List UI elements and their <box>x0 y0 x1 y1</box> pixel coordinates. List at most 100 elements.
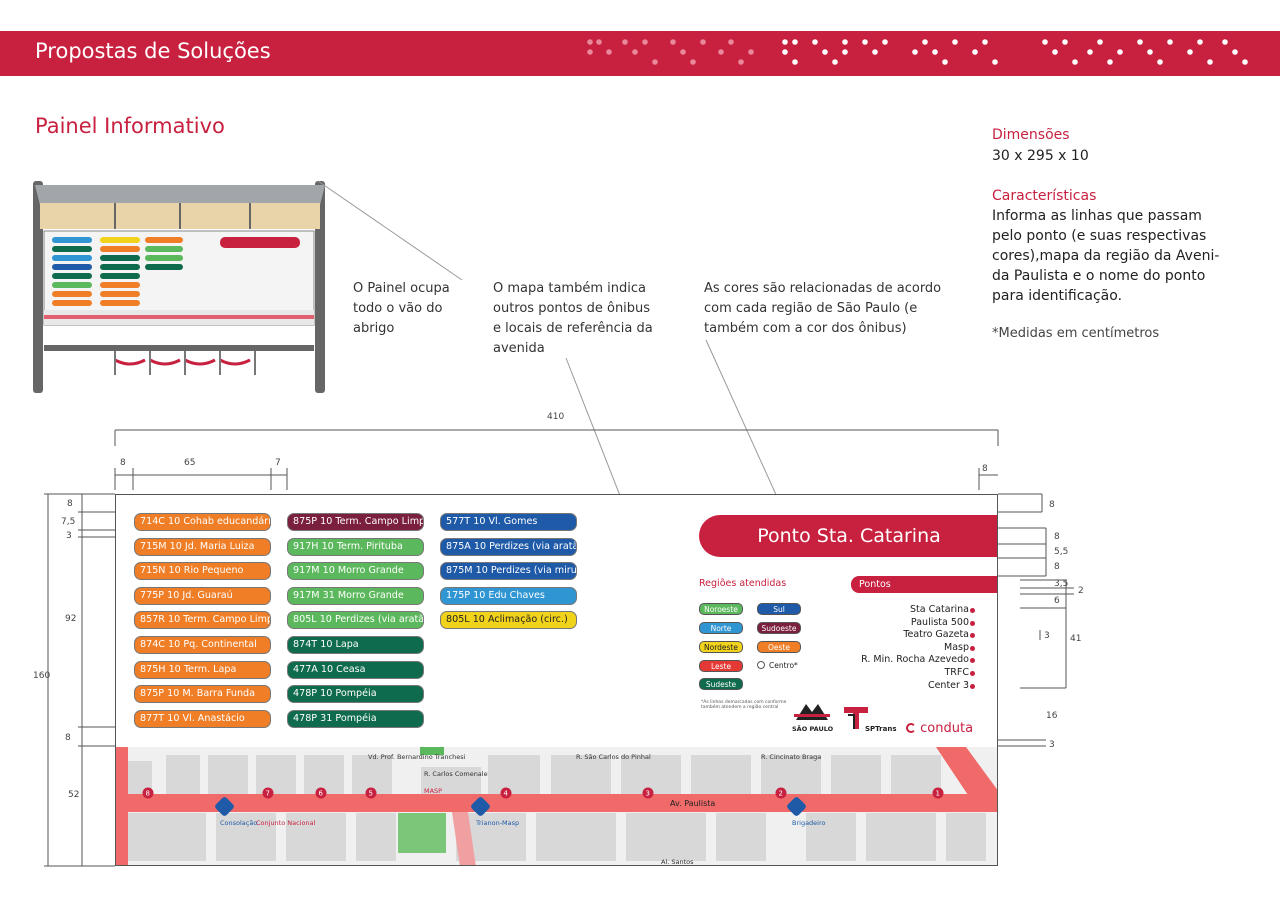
map-stop-marker: 1 <box>932 787 944 799</box>
dim-column-width: 65 <box>184 458 195 468</box>
bus-route-pill: 874C 10 Pq. Continental <box>134 636 271 654</box>
caption-line: outros pontos de ônibus <box>493 301 651 316</box>
dimensions-heading: Dimensões <box>992 127 1070 143</box>
map-stop-marker: 3 <box>642 787 654 799</box>
caption-panel: O Painel ocupa todo o vão do abrigo <box>353 279 450 339</box>
map-stop-marker: 6 <box>315 787 327 799</box>
avenue-map: Av. Paulista Al. Santos R. São Carlos do… <box>116 747 997 866</box>
bus-route-pill: 875P 10 M. Barra Funda <box>134 685 271 704</box>
stop-name-banner: Ponto Sta. Catarina <box>699 515 997 557</box>
map-stop-circle <box>932 787 944 799</box>
region-chip: Sudoeste <box>757 622 801 634</box>
map-stop-circle <box>142 787 154 799</box>
features-text: Informa as linhas que passam pelo ponto … <box>992 206 1219 306</box>
station-label: Trianon-Masp <box>475 819 519 827</box>
caption-line: avenida <box>493 341 545 356</box>
caption-colors: As cores são relacionadas de acordo com … <box>704 279 941 339</box>
bus-route-pill: 917H 10 Term. Pirituba <box>287 537 424 556</box>
stop-dot-icon <box>970 683 975 689</box>
dim-left-margin: 8 <box>120 458 126 468</box>
map-stop-number: 3 <box>646 790 650 798</box>
bus-route-pill: 805L 10 Aclimação (circ.) <box>440 611 577 630</box>
stop-dot-icon <box>970 671 975 676</box>
map-stop-marker: 4 <box>500 787 512 799</box>
region-chip: Sul <box>757 603 801 615</box>
map-stop-circle <box>262 787 274 799</box>
bus-route-pill: 875A 10 Perdizes (via aratãs) <box>440 537 577 556</box>
bus-route-pill: 857R 10 Term. Campo Limpo <box>134 611 271 630</box>
dim-r-3b: 3 <box>1049 740 1055 750</box>
map-stop-circle <box>642 787 654 799</box>
dim-row-75: 7,5 <box>61 517 75 527</box>
dim-r-55: 5,5 <box>1054 547 1068 557</box>
stop-list-item: R. Min. Rocha Azevedo <box>861 654 969 666</box>
pontos-title: Pontos <box>851 576 997 593</box>
caption-line: O Painel ocupa <box>353 281 450 296</box>
map-stop-number: 8 <box>146 790 150 798</box>
sptrans-logo <box>844 707 868 729</box>
bus-route-pill: 874T 10 Lapa <box>287 636 424 654</box>
bus-route-pill: 175P 10 Edu Chaves <box>440 586 577 605</box>
map-stop-number: 1 <box>936 790 940 798</box>
dim-r-8: 8 <box>1054 532 1060 542</box>
stop-dot-icon <box>970 620 975 626</box>
map-stop-marker: 5 <box>365 787 377 799</box>
region-chip: Norte <box>699 622 743 634</box>
map-stop-number: 6 <box>319 790 324 798</box>
features-line: para identificação. <box>992 288 1123 304</box>
map-al-santos-label: Al. Santos <box>661 858 694 866</box>
features-line: da Paulista e o nome do ponto <box>992 268 1206 284</box>
region-chip: Leste <box>699 660 743 672</box>
dim-total-height: 160 <box>33 671 50 681</box>
dim-r-6: 6 <box>1054 596 1060 606</box>
conduta-logo: conduta <box>906 721 973 736</box>
station-label: Brigadeiro <box>792 819 826 827</box>
dim-right-margin: 8 <box>982 464 988 474</box>
stop-list-item: Paulista 500 <box>910 616 969 628</box>
dim-r-3: 3 <box>1044 631 1050 641</box>
metro-station-consolacao: Consolação <box>215 797 257 827</box>
stop-list-item: Teatro Gazeta <box>903 629 969 641</box>
features-line: Informa as linhas que passam <box>992 208 1202 224</box>
measurement-note: *Medidas em centímetros <box>992 326 1160 341</box>
region-chip: Sudeste <box>699 678 743 690</box>
map-stop-number: 5 <box>369 790 373 798</box>
map-street-1: R. São Carlos do Pinhal <box>576 753 651 761</box>
bus-route-pill: 875H 10 Term. Lapa <box>134 660 271 679</box>
map-stop-number: 2 <box>779 790 783 798</box>
map-street-3: Vd. Prof. Bernardino Tranchesi <box>368 753 466 761</box>
metro-station-trianon: Trianon-Masp <box>471 797 519 827</box>
bus-route-pill: 875M 10 Perdizes (via miruna) <box>440 562 577 581</box>
bus-route-pill: 715N 10 Rio Pequeno <box>134 562 271 581</box>
stop-list-item: Sta Catarina <box>910 604 969 615</box>
features-line: pelo ponto (e suas respectivas <box>992 228 1207 244</box>
header-title: Propostas de Soluções <box>35 39 271 63</box>
section-title: Painel Informativo <box>35 114 225 138</box>
map-street-4: R. Carlos Comenale <box>424 770 488 778</box>
footnote: *As linhas demarcadas com conforme també… <box>701 700 787 710</box>
map-masp-label: MASP <box>424 787 442 795</box>
dim-list-height: 92 <box>65 614 76 624</box>
dim-r-35: 3,5 <box>1054 579 1068 589</box>
region-chip: Nordeste <box>699 641 743 653</box>
caption-line: O mapa também indica <box>493 281 646 296</box>
dim-map-height: 52 <box>68 790 79 800</box>
dimensions-value: 30 x 295 x 10 <box>992 148 1089 164</box>
dim-top-margin: 8 <box>67 499 73 509</box>
bus-route-pill: 875P 10 Term. Campo Limpo <box>287 513 424 531</box>
map-stop-circle <box>775 787 787 799</box>
caption-line: todo o vão do <box>353 301 443 316</box>
bus-route-pill: 478P 31 Pompéia <box>287 709 424 728</box>
centro-circle-icon <box>757 661 765 669</box>
conduta-text: conduta <box>920 721 974 736</box>
region-chip: Centro* <box>757 660 801 672</box>
features-heading: Características <box>992 188 1097 204</box>
bus-route-pill: 877T 10 Vl. Anastácio <box>134 709 271 728</box>
region-chip: Oeste <box>757 641 801 653</box>
bus-route-pill: 477A 10 Ceasa <box>287 660 424 679</box>
dim-r-top: 8 <box>1049 500 1055 510</box>
stop-list-item: Masp <box>944 641 969 653</box>
stop-list-item: TRFC <box>944 667 969 678</box>
